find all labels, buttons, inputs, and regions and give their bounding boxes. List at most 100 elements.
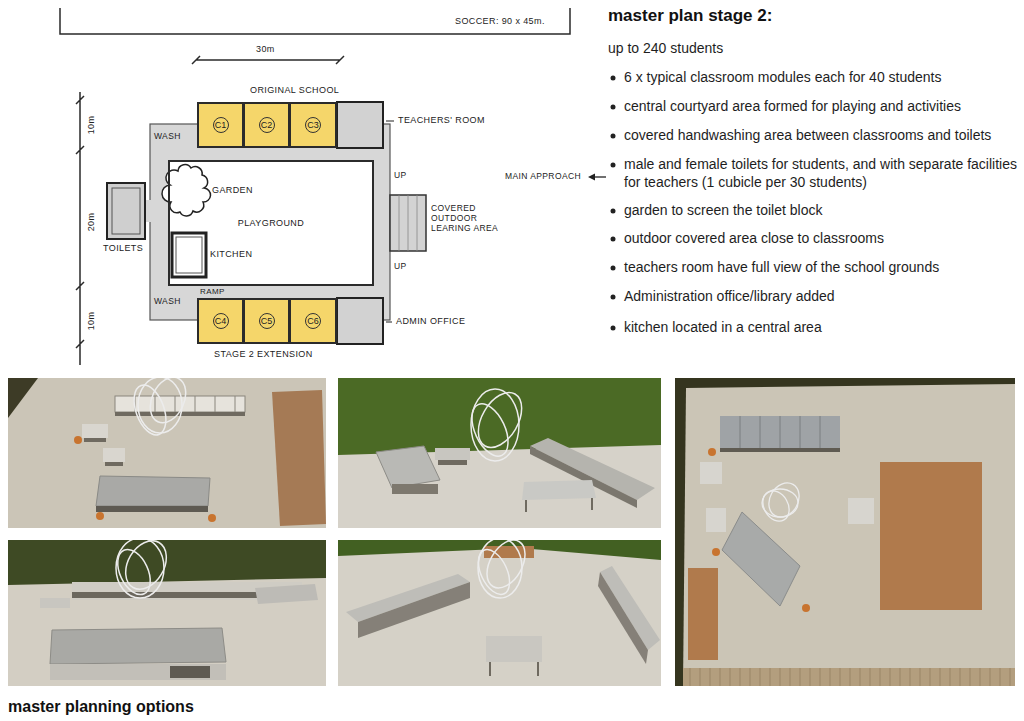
model-photo	[526, 498, 592, 512]
dimension-line	[192, 56, 344, 64]
model-photo	[490, 662, 538, 676]
covered-area	[390, 195, 426, 251]
bullet-dot	[611, 105, 616, 110]
model-photo	[471, 389, 519, 461]
list-item: garden to screen the toilet block	[624, 201, 1020, 219]
classroom-module: C4	[197, 298, 244, 344]
list-item: 6 x typical classroom modules each for 4…	[624, 68, 1020, 86]
area-name: WASH	[154, 297, 181, 306]
model-photo	[472, 540, 533, 599]
model-photo	[40, 598, 70, 608]
block-name: TOILETS	[103, 244, 143, 254]
model-photo	[758, 486, 795, 526]
model-photo	[128, 381, 172, 439]
covered-area	[399, 195, 417, 251]
bullet-dot	[611, 76, 616, 331]
model-photo	[700, 462, 722, 484]
model-photo	[338, 548, 661, 686]
dimension-note: SOCCER: 90 x 45m.	[455, 17, 545, 27]
dimension: 20m	[87, 213, 97, 232]
room-number: C3	[305, 117, 321, 133]
page-title: master plan stage 2:	[608, 6, 772, 26]
model-photo	[376, 446, 440, 488]
model-photo	[138, 378, 182, 433]
list-item: teachers room have full view of the scho…	[624, 258, 1020, 276]
walkway	[150, 124, 390, 320]
plan-sketch	[60, 8, 606, 365]
kitchen-block	[176, 237, 202, 273]
model-photo	[208, 514, 216, 522]
dimension-line	[60, 8, 570, 365]
model-photo	[8, 378, 326, 528]
teachers-room	[337, 102, 383, 148]
model-photo	[802, 604, 810, 612]
room-number: C2	[259, 117, 275, 133]
leader-line	[386, 121, 394, 322]
model-photo	[712, 548, 720, 556]
model-photo	[8, 378, 326, 528]
list-item: male and female toilets for students, an…	[624, 155, 1020, 191]
model-photo	[272, 390, 326, 526]
classroom-module: C1	[197, 102, 244, 148]
admin-office	[337, 298, 383, 344]
model-photo	[8, 378, 326, 528]
ramp-note: RAMP	[200, 288, 225, 297]
bullet-dot	[611, 209, 616, 214]
block-name: STAGE 2 EXTENSION	[214, 350, 313, 360]
model-photo	[598, 572, 648, 664]
model-photo	[435, 448, 470, 460]
model-photo	[720, 448, 840, 452]
model-photo	[111, 540, 174, 600]
model-photo	[50, 664, 226, 680]
model-photo	[706, 508, 726, 532]
model-photo	[720, 416, 840, 448]
dimension: 30m	[256, 45, 275, 55]
model-photo	[675, 378, 1015, 686]
dimension-line	[76, 92, 84, 365]
model-photo	[683, 668, 1015, 686]
model-photo	[522, 480, 596, 500]
model-photo	[722, 512, 800, 606]
model-photo	[74, 436, 82, 444]
model-photo	[472, 545, 516, 599]
dimension-line	[60, 8, 570, 34]
model-photo	[675, 378, 1015, 686]
area-name: COVERED OUTDOOR LEARING AREA	[431, 203, 511, 234]
model-photo	[465, 385, 531, 462]
model-photo	[688, 568, 718, 660]
bullet-dot	[611, 326, 616, 331]
model-photo	[96, 476, 210, 506]
area-name: WASH	[154, 132, 181, 141]
classroom-module: C3	[289, 102, 337, 148]
model-photo	[465, 398, 516, 461]
model-photo	[338, 540, 661, 686]
bullet-dot	[611, 163, 616, 168]
model-photo	[392, 484, 438, 494]
model-photo	[96, 512, 104, 520]
model-photo	[128, 378, 193, 439]
model-photo	[96, 506, 208, 512]
bullet-dot	[611, 295, 616, 300]
model-photo	[84, 438, 106, 442]
model-photo	[8, 540, 326, 686]
model-photo	[105, 462, 123, 466]
approach-arrow	[588, 174, 595, 181]
area-label: PLAYGROUND	[238, 218, 304, 228]
list-item: covered handwashing area between classro…	[624, 126, 1020, 144]
model-photo	[880, 462, 982, 610]
intro-line: up to 240 students	[608, 39, 1020, 57]
model-photo	[338, 540, 661, 686]
list-item: Administration office/library added	[624, 287, 1020, 305]
ramp-note: UP	[394, 171, 407, 180]
model-photo	[8, 578, 326, 686]
model-photo	[708, 448, 716, 456]
model-photo	[8, 540, 326, 686]
model-photo	[143, 378, 192, 429]
block-name: ORIGINAL SCHOOL	[250, 86, 339, 96]
classroom-module: C5	[243, 298, 290, 344]
model-photo	[683, 384, 1015, 686]
model-photo	[338, 378, 661, 528]
room-number: C4	[213, 313, 229, 329]
room-name: ADMIN OFFICE	[396, 317, 465, 327]
